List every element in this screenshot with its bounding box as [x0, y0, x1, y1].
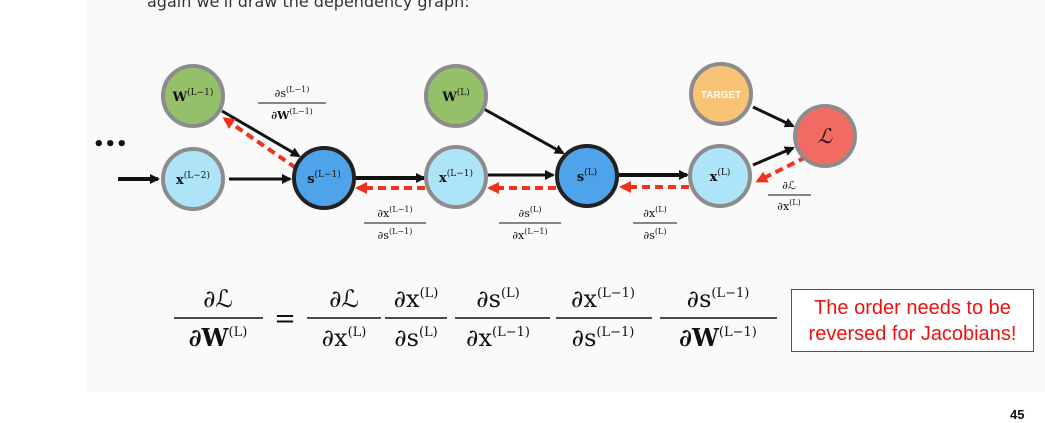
chain-rule-equation: ∂ℒ ∂W(L) = ∂ℒ ∂x(L) ∂x(L) ∂s(L) ∂s(L) ∂x…: [174, 285, 777, 352]
svg-text:ℒ: ℒ: [818, 124, 833, 148]
label-ds-dw: ∂s(L−1) ∂W(L−1): [258, 85, 326, 122]
equation-term-3: ∂s(L) ∂x(L−1): [455, 285, 550, 352]
svg-text:∂ℒ: ∂ℒ: [782, 179, 796, 192]
svg-text:W(L−1): W(L−1): [172, 87, 214, 105]
svg-text:TARGET: TARGET: [701, 90, 741, 101]
svg-text:∂x(L): ∂x(L): [643, 205, 666, 220]
node-w-curr: W(L): [424, 64, 488, 128]
svg-text:s(L−1): s(L−1): [307, 169, 341, 187]
svg-text:∂W(L): ∂W(L): [189, 323, 248, 352]
node-target: TARGET: [689, 62, 753, 126]
red-edge-s-prev-to-w-prev: [222, 117, 298, 170]
red-edge-loss-to-x-curr: [755, 155, 807, 183]
svg-text:x(L): x(L): [710, 167, 731, 185]
equation-equals: =: [274, 304, 296, 334]
svg-text:∂s(L−1): ∂s(L−1): [572, 324, 635, 352]
equation-term-1: ∂ℒ ∂x(L): [307, 285, 381, 352]
edge-target-to-loss: [752, 105, 795, 128]
svg-text:s(L): s(L): [577, 167, 597, 185]
svg-text:∂x(L−1): ∂x(L−1): [466, 324, 530, 352]
svg-text:∂s(L−1): ∂s(L−1): [378, 227, 413, 242]
equation-term-2: ∂x(L) ∂s(L): [385, 285, 447, 352]
edge-x-curr-to-loss: [752, 146, 795, 167]
svg-text:∂s(L−1): ∂s(L−1): [687, 285, 750, 313]
node-x-curr: x(L): [688, 144, 752, 208]
page-number: 45: [1010, 407, 1025, 422]
svg-text:W(L): W(L): [441, 87, 470, 105]
jacobian-order-note: The order needs to be reversed for Jacob…: [791, 289, 1034, 352]
svg-text:∂x(L−1): ∂x(L−1): [512, 227, 547, 242]
node-s-prev: s(L−1): [292, 146, 356, 210]
svg-text:∂x(L): ∂x(L): [322, 324, 367, 352]
node-loss: ℒ: [793, 104, 857, 168]
svg-text:∂W(L−1): ∂W(L−1): [271, 107, 313, 122]
ellipsis: •••: [93, 134, 128, 155]
label-dx-ds-curr: ∂x(L) ∂s(L): [633, 205, 677, 242]
equation-term-5: ∂s(L−1) ∂W(L−1): [660, 285, 777, 352]
note-line-1: The order needs to be: [814, 297, 1011, 319]
equation-lhs: ∂ℒ ∂W(L): [174, 285, 263, 352]
svg-text:∂s(L): ∂s(L): [644, 227, 667, 242]
node-w-prev: W(L−1): [161, 64, 225, 128]
label-dx-ds-prev: ∂x(L−1) ∂s(L−1): [364, 205, 426, 242]
svg-text:∂s(L): ∂s(L): [519, 205, 542, 220]
svg-text:∂x(L−1): ∂x(L−1): [377, 205, 412, 220]
node-x-prev: x(L−1): [424, 145, 488, 209]
svg-text:∂W(L−1): ∂W(L−1): [679, 323, 757, 352]
note-line-2: reversed for Jacobians!: [808, 323, 1017, 345]
edge-w-curr-to-s-curr: [483, 107, 565, 155]
svg-text:x(L−2): x(L−2): [176, 170, 210, 188]
svg-text:x(L−1): x(L−1): [439, 168, 473, 186]
backward-edges: [222, 117, 807, 194]
svg-text:∂s(L): ∂s(L): [394, 324, 438, 352]
label-dl-dx: ∂ℒ ∂x(L): [768, 179, 811, 213]
svg-text:∂x(L): ∂x(L): [394, 285, 439, 313]
label-ds-dx: ∂s(L) ∂x(L−1): [499, 205, 561, 242]
svg-text:∂x(L−1): ∂x(L−1): [571, 285, 635, 313]
intro-text: again we'll draw the dependency graph:: [147, 0, 470, 11]
node-s-curr: s(L): [555, 144, 619, 208]
svg-text:∂s(L−1): ∂s(L−1): [275, 85, 310, 100]
svg-text:∂ℒ: ∂ℒ: [203, 285, 233, 313]
svg-text:∂ℒ: ∂ℒ: [329, 285, 359, 313]
equation-term-4: ∂x(L−1) ∂s(L−1): [556, 285, 652, 352]
svg-text:∂s(L): ∂s(L): [476, 285, 520, 313]
svg-text:∂x(L): ∂x(L): [777, 198, 800, 213]
node-x-prev2: x(L−2): [161, 147, 225, 211]
